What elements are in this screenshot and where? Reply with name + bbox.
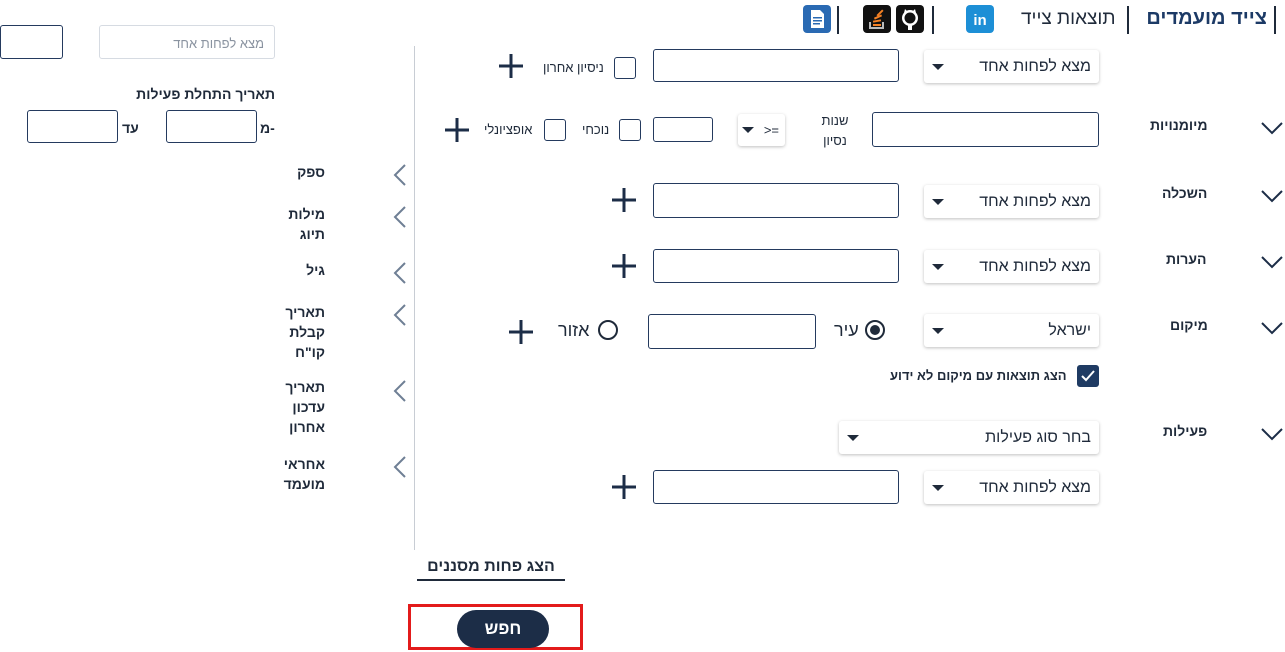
last-experience-label: ניסיון אחרון bbox=[543, 60, 604, 75]
operator-select[interactable]: >= bbox=[738, 114, 785, 146]
activity-match-select[interactable]: מצא לפחות אחד bbox=[924, 471, 1099, 504]
chevron-down-icon[interactable] bbox=[1260, 318, 1284, 338]
add-icon[interactable] bbox=[610, 186, 638, 214]
current-label: נוכחי bbox=[582, 122, 610, 137]
location-label: מיקום bbox=[1170, 317, 1208, 333]
education-label: השכלה bbox=[1162, 185, 1208, 201]
show-unknown-location-checkbox[interactable] bbox=[1077, 365, 1099, 387]
chevron-down-icon[interactable] bbox=[1260, 186, 1284, 206]
activity-type-select[interactable]: בחר סוג פעילות bbox=[839, 421, 1099, 454]
chevron-left-icon[interactable] bbox=[390, 455, 410, 479]
city-radio[interactable] bbox=[865, 320, 885, 340]
header-separator bbox=[932, 6, 934, 34]
region-radio[interactable] bbox=[598, 320, 618, 340]
section-candidate-owner[interactable]: אחראי מועמד bbox=[283, 456, 325, 492]
education-match-select[interactable]: מצא לפחות אחד bbox=[924, 185, 1099, 218]
document-icon[interactable] bbox=[803, 5, 831, 33]
section-cv-received-date[interactable]: תאריך קבלת קו"ח bbox=[285, 304, 325, 360]
chevron-down-icon[interactable] bbox=[1260, 118, 1284, 138]
linkedin-icon[interactable]: in bbox=[966, 5, 994, 33]
show-unknown-location-label: הצג תוצאות עם מיקום לא ידוע bbox=[890, 368, 1067, 383]
activity-start-to-input[interactable] bbox=[27, 110, 118, 143]
region-radio-label: אזור bbox=[558, 320, 590, 340]
add-icon[interactable] bbox=[443, 116, 471, 144]
from-label: מ- bbox=[260, 120, 275, 136]
panel-divider bbox=[414, 46, 415, 550]
chevron-down-icon bbox=[932, 484, 944, 491]
stackoverflow-icon[interactable] bbox=[863, 5, 891, 33]
chevron-down-icon bbox=[932, 198, 944, 205]
city-radio-label: עיר bbox=[834, 320, 859, 340]
activity-start-from-input[interactable] bbox=[166, 110, 257, 143]
years-input[interactable] bbox=[653, 117, 713, 142]
optional-label: אופציונלי bbox=[484, 122, 533, 137]
add-icon[interactable] bbox=[610, 473, 638, 501]
notes-label: הערות bbox=[1166, 251, 1207, 267]
chevron-down-icon bbox=[932, 263, 944, 270]
section-last-update-date[interactable]: תאריך עדכון אחרון bbox=[285, 379, 325, 435]
chevron-down-icon bbox=[932, 327, 944, 334]
results-link[interactable]: תוצאות צייד bbox=[1021, 8, 1116, 29]
header-separator bbox=[1274, 6, 1276, 34]
partial-top-field-left[interactable] bbox=[0, 25, 63, 59]
chevron-left-icon[interactable] bbox=[390, 379, 410, 403]
match-mode-select[interactable]: מצא לפחות אחד bbox=[924, 50, 1099, 83]
last-experience-checkbox[interactable] bbox=[614, 57, 636, 79]
add-icon[interactable] bbox=[507, 318, 535, 346]
header-separator bbox=[837, 6, 839, 34]
activity-start-label: תאריך התחלת פעילות bbox=[136, 86, 275, 102]
search-button[interactable]: חפש bbox=[457, 610, 549, 648]
current-checkbox[interactable] bbox=[619, 119, 641, 141]
top-row-input[interactable] bbox=[653, 49, 899, 82]
city-input[interactable] bbox=[648, 314, 816, 349]
activity-label: פעילות bbox=[1163, 423, 1208, 439]
section-supplier[interactable]: ספק bbox=[297, 164, 325, 180]
chevron-left-icon[interactable] bbox=[390, 303, 410, 327]
chevron-down-icon bbox=[847, 434, 859, 441]
add-icon[interactable] bbox=[497, 52, 525, 80]
checkmark-icon bbox=[1081, 370, 1095, 382]
partial-top-field[interactable]: מצא לפחות אחד bbox=[99, 25, 275, 59]
section-age[interactable]: גיל bbox=[306, 262, 325, 278]
skills-label: מיומנויות bbox=[1150, 117, 1208, 133]
search-button-highlight bbox=[408, 604, 583, 650]
svg-text:in: in bbox=[973, 12, 986, 29]
chevron-down-icon bbox=[932, 63, 944, 70]
chevron-down-icon[interactable] bbox=[1260, 252, 1284, 272]
country-select[interactable]: ישראל bbox=[924, 314, 1099, 347]
section-tags[interactable]: מילות תיוג bbox=[288, 206, 325, 242]
chevron-left-icon[interactable] bbox=[390, 261, 410, 285]
github-icon[interactable] bbox=[896, 5, 924, 33]
education-input[interactable] bbox=[653, 183, 899, 218]
chevron-down-icon[interactable] bbox=[1260, 424, 1284, 444]
notes-input[interactable] bbox=[653, 249, 899, 283]
notes-match-select[interactable]: מצא לפחות אחד bbox=[924, 250, 1099, 283]
optional-checkbox[interactable] bbox=[544, 119, 566, 141]
add-icon[interactable] bbox=[610, 252, 638, 280]
activity-input[interactable] bbox=[653, 470, 899, 504]
header-separator bbox=[1127, 6, 1129, 34]
radio-selected-dot bbox=[870, 325, 880, 335]
to-label: עד bbox=[122, 120, 139, 136]
show-fewer-filters-link[interactable]: הצג פחות מסננים bbox=[417, 558, 565, 581]
chevron-left-icon[interactable] bbox=[390, 205, 410, 229]
chevron-left-icon[interactable] bbox=[390, 163, 410, 187]
skill-input[interactable] bbox=[872, 112, 1099, 147]
app-brand[interactable]: צייד מועמדים bbox=[1146, 7, 1267, 29]
chevron-down-icon bbox=[742, 127, 754, 133]
